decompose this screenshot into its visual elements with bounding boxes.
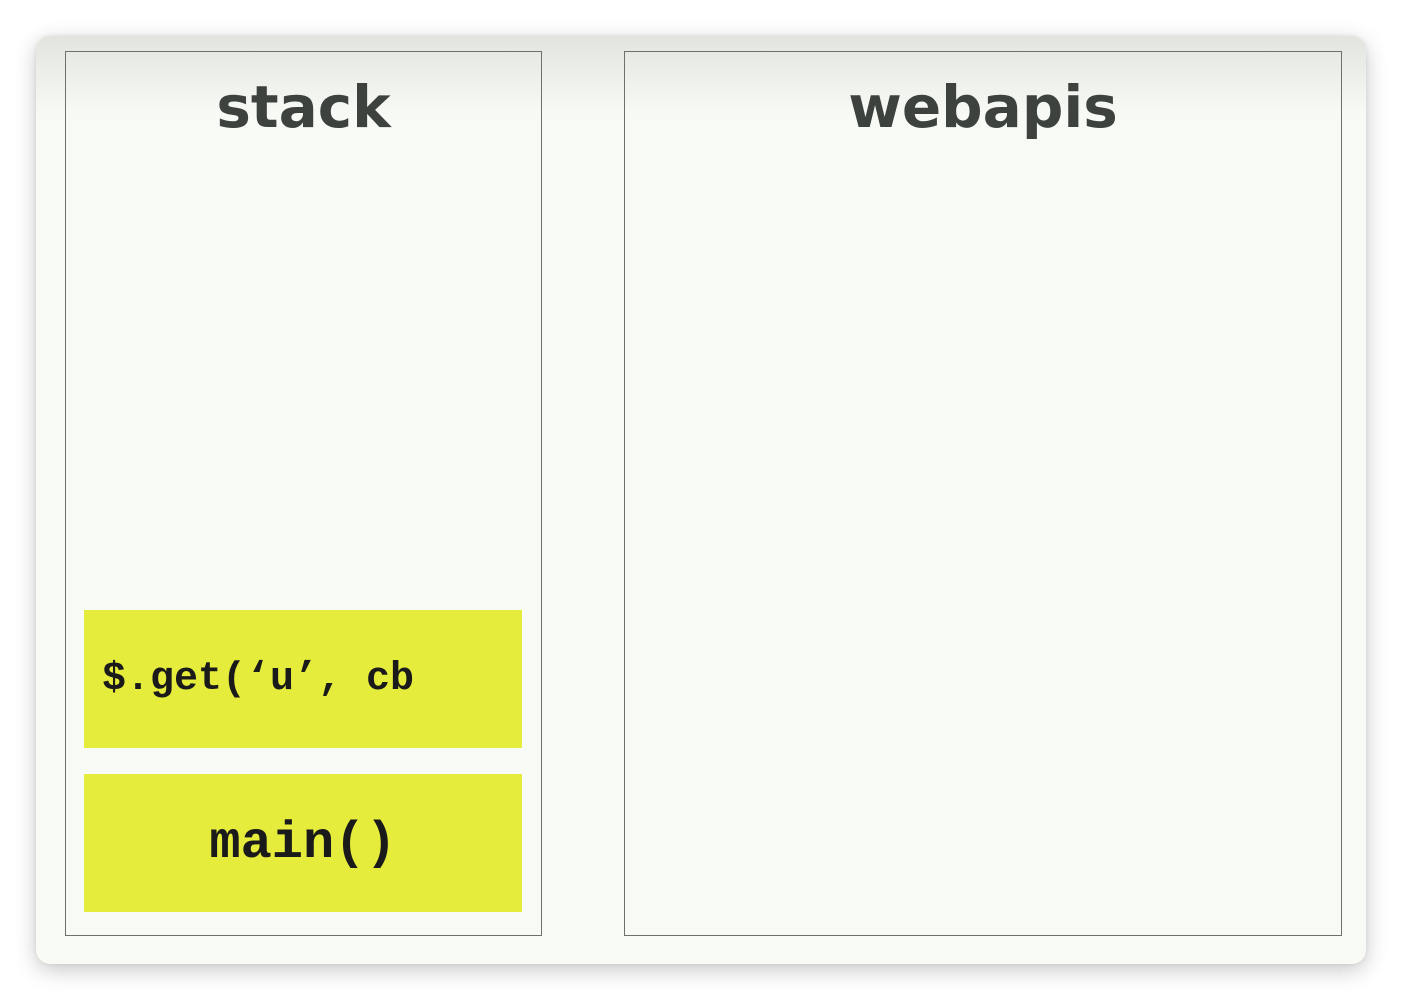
stack-frame-main: main() [84,774,522,912]
webapis-panel: webapis [624,51,1342,936]
stack-frame-get-call: $.get(‘u’, cb [84,610,522,748]
webapis-title: webapis [848,73,1118,141]
stack-panel: stack $.get(‘u’, cb main() [65,51,542,936]
stack-title: stack [216,73,391,141]
slide: stack $.get(‘u’, cb main() webapis [36,36,1366,964]
